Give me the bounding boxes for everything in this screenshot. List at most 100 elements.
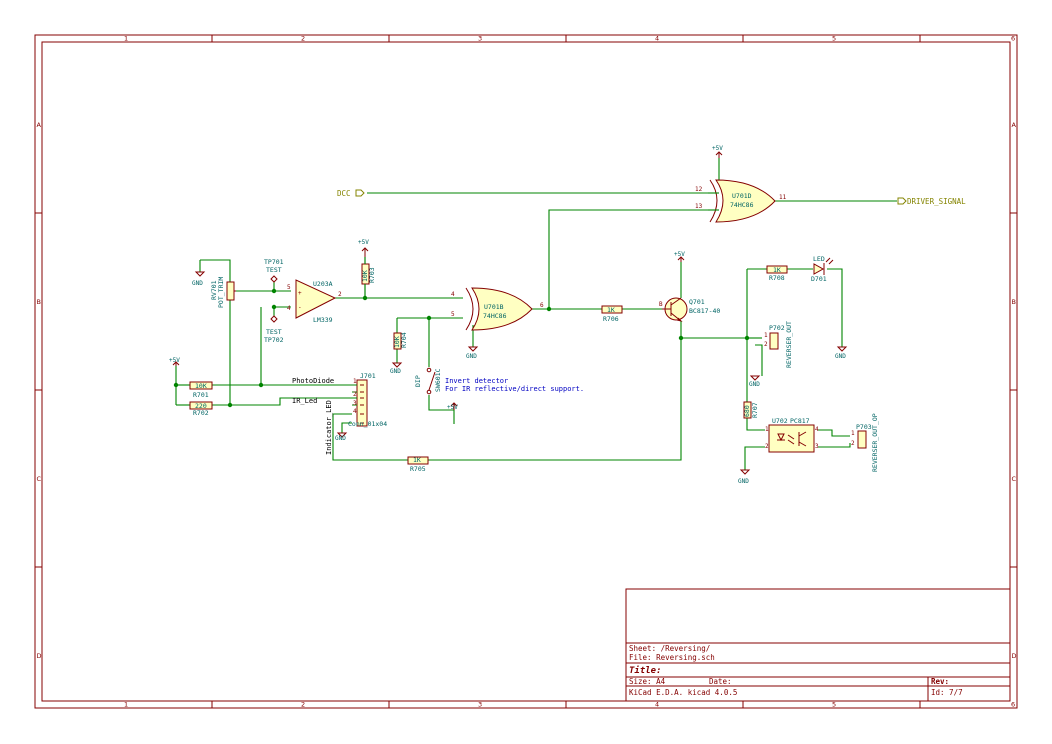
power-5v-sw601c: +5V (447, 402, 458, 411)
comparator-u203a: 5 4 2 + - U203A LM339 (287, 279, 342, 324)
row-label: B (1012, 298, 1016, 306)
ref-d701: D701 (811, 275, 827, 283)
gnd-u701b: GND (466, 346, 479, 360)
pin-num: 3 (815, 443, 819, 450)
svg-text:DCC: DCC (337, 189, 351, 198)
pin-num: 4 (353, 408, 357, 415)
optocoupler-u702: 1 2 3 4 U702 PC817 (765, 417, 819, 453)
tb-sheet: Sheet: /Reversing/ (629, 644, 710, 653)
plus-sign: + (298, 290, 302, 297)
wires (175, 158, 897, 470)
pin-num: 12 (695, 186, 703, 193)
row-label: C (37, 475, 42, 483)
ref-u701b: U701B (484, 303, 504, 311)
ref-u702: U702 (772, 417, 788, 425)
val-q701: BC817-40 (689, 307, 720, 315)
ref-r703: R703 (368, 267, 376, 283)
svg-text:+5V: +5V (358, 239, 369, 246)
gnd-d701: GND (835, 346, 848, 360)
svg-text:+5V: +5V (674, 251, 685, 258)
ref-tp702: TP702 (264, 336, 284, 344)
col-label: 3 (478, 701, 482, 709)
col-label: 6 (1011, 701, 1015, 709)
row-labels-right: A B C D (1012, 121, 1017, 660)
row-label: B (37, 298, 41, 306)
column-labels-bottom: 1 2 3 4 5 6 (124, 701, 1015, 709)
col-label: 5 (832, 35, 836, 43)
col-label: 3 (478, 35, 482, 43)
pin-num: 5 (287, 284, 291, 291)
resistor-r708: 1K R708 (766, 265, 788, 282)
val-r703: 10K (361, 270, 369, 282)
pin-num: 13 (695, 203, 703, 210)
svg-text:Invert detector: Invert detector (445, 377, 508, 385)
power-5v-q701: +5V (674, 251, 685, 262)
val-p702: REVERSER_OUT (785, 321, 793, 368)
dip-switch-sw601c: DIP SW601C (414, 367, 442, 395)
val-r705: 1K (413, 456, 421, 464)
val-r701: 10K (195, 382, 207, 390)
svg-text:DRIVER_SIGNAL: DRIVER_SIGNAL (907, 197, 966, 206)
tb-tool: KiCad E.D.A. kicad 4.0.5 (629, 688, 737, 697)
val-tp701: TEST (266, 266, 282, 274)
power-5v-u701d: +5V (712, 145, 723, 158)
ref-r708: R708 (769, 274, 785, 282)
row-label: D (1012, 652, 1017, 660)
pin-num: 6 (540, 302, 544, 309)
svg-text:+5V: +5V (169, 357, 180, 364)
pin-num: 2 (338, 291, 342, 298)
ref-sw601c: SW601C (434, 368, 442, 392)
tb-id: Id: 7/7 (931, 688, 963, 697)
ref-q701: Q701 (689, 298, 705, 306)
gnd-u702: GND (738, 469, 751, 485)
val-u701b: 74HC86 (483, 312, 507, 320)
global-label-dcc: DCC (337, 189, 365, 198)
svg-text:GND: GND (335, 435, 346, 442)
tb-file: File: Reversing.sch (629, 653, 715, 662)
row-labels-left: A B C D (37, 121, 42, 660)
val-d701: LED (813, 255, 825, 263)
svg-text:+5V: +5V (447, 404, 458, 411)
col-label: 2 (301, 701, 305, 709)
gnd-j701: GND (335, 432, 348, 442)
pin-num: 4 (287, 305, 291, 312)
col-label: 4 (655, 35, 659, 43)
col-label: 1 (124, 35, 128, 43)
pin-num: 2 (353, 391, 357, 398)
svg-text:+5V: +5V (712, 145, 723, 152)
global-label-driver-signal: DRIVER_SIGNAL (897, 197, 966, 206)
svg-text:GND: GND (390, 368, 401, 375)
ref-r702: R702 (193, 409, 209, 417)
ref-rv701: RV701 (210, 280, 218, 300)
tb-size: Size: A4 (629, 677, 666, 686)
pin-num: 5 (451, 311, 455, 318)
val-u203a: LM339 (313, 316, 333, 324)
gnd-p702: GND (749, 375, 760, 388)
svg-text:GND: GND (749, 381, 760, 388)
resistor-r707: 680 R707 (743, 401, 759, 419)
led-d701: LED D701 (811, 255, 834, 283)
resistor-r704: 10K R704 (393, 332, 408, 350)
ref-u203a: U203A (313, 280, 333, 288)
col-label: 6 (1011, 35, 1015, 43)
power-5v-r703: +5V (358, 239, 369, 257)
svg-text:GND: GND (835, 353, 846, 360)
pin-num: 4 (815, 426, 819, 433)
column-labels-top: 1 2 3 4 5 6 (124, 35, 1015, 43)
ref-r707: R707 (751, 402, 759, 418)
ref-r701: R701 (193, 391, 209, 399)
pin-num: 2 (765, 443, 769, 450)
svg-text:GND: GND (466, 353, 477, 360)
col-label: 2 (301, 35, 305, 43)
row-label: D (37, 652, 42, 660)
pin-num: 1 (765, 426, 769, 433)
gnd-r704: GND (390, 362, 403, 375)
svg-text:For IR reflective/direct suppo: For IR reflective/direct support. (445, 385, 584, 393)
col-label: 4 (655, 701, 659, 709)
resistor-r706: 1K R706 (601, 305, 623, 323)
val-j701: Conn_01x04 (348, 420, 387, 428)
pin-num: 2 (764, 341, 768, 348)
net-label-indicator-led: Indicator_LED (325, 400, 333, 455)
pin-num: 11 (779, 194, 787, 201)
